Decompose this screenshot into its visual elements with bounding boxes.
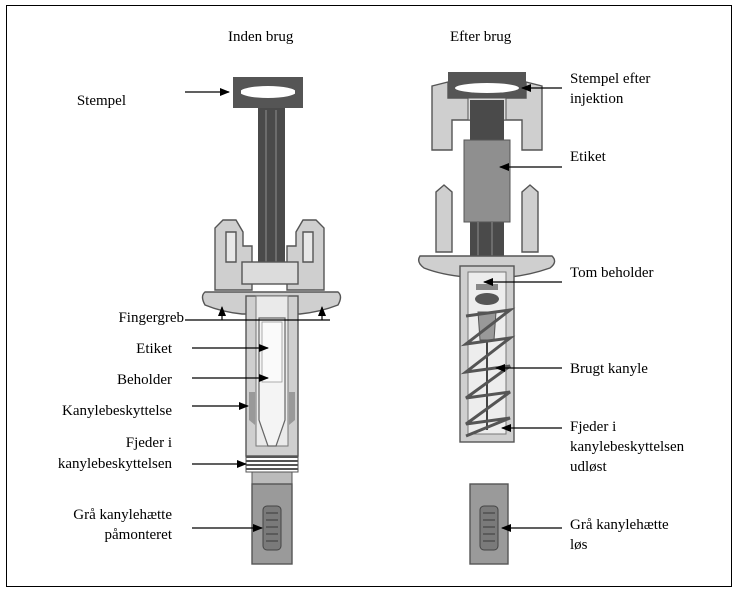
label-fjeder-before-2: kanylebeskyttelsen xyxy=(57,456,172,472)
spring-before xyxy=(245,455,299,473)
left-pointers xyxy=(185,88,330,532)
label-etiket-before: Etiket xyxy=(136,341,172,357)
label-kanylebeskyttelse: Kanylebeskyttelse xyxy=(62,403,172,419)
spring-after xyxy=(460,307,516,438)
label-after xyxy=(463,139,511,223)
plunger-head-before xyxy=(233,77,303,108)
right-pointers xyxy=(483,84,562,532)
label-brugt-kanyle: Brugt kanyle xyxy=(570,361,648,377)
label-fjeder-before-1: Fjeder i xyxy=(125,435,172,451)
label-cap-before-1: Grå kanylehætte xyxy=(73,507,172,523)
figure-frame xyxy=(6,5,732,587)
label-cap-before-2: påmonteret xyxy=(104,527,172,543)
label-stempel-after-2: injektion xyxy=(570,91,624,107)
needle-cap-after xyxy=(469,483,509,565)
barrel-before xyxy=(245,295,299,457)
label-tom-beholder: Tom beholder xyxy=(570,265,654,281)
label-fjeder-after-1: Fjeder i xyxy=(570,419,617,435)
label-stempel-after-1: Stempel efter xyxy=(570,71,651,87)
label-fjeder-after-3: udløst xyxy=(570,459,607,475)
syringe-after xyxy=(417,72,556,565)
label-fjeder-after-2: kanylebeskyttelsen xyxy=(570,439,685,455)
title-before: Inden brug xyxy=(228,29,294,45)
syringe-before xyxy=(201,77,342,565)
label-fingergreb: Fingergreb xyxy=(118,310,184,326)
label-etiket-after: Etiket xyxy=(570,149,606,165)
title-after: Efter brug xyxy=(450,29,512,45)
label-cap-after-1: Grå kanylehætte xyxy=(570,517,669,533)
needle-cap-before xyxy=(251,483,293,565)
label-beholder: Beholder xyxy=(117,372,172,388)
plunger-rod-before xyxy=(258,108,285,283)
finger-grip-clips-before xyxy=(214,219,325,291)
label-cap-after-2: løs xyxy=(570,537,588,553)
plunger-head-after xyxy=(448,72,526,98)
barrel-after xyxy=(459,265,516,443)
label-stempel: Stempel xyxy=(76,93,126,109)
